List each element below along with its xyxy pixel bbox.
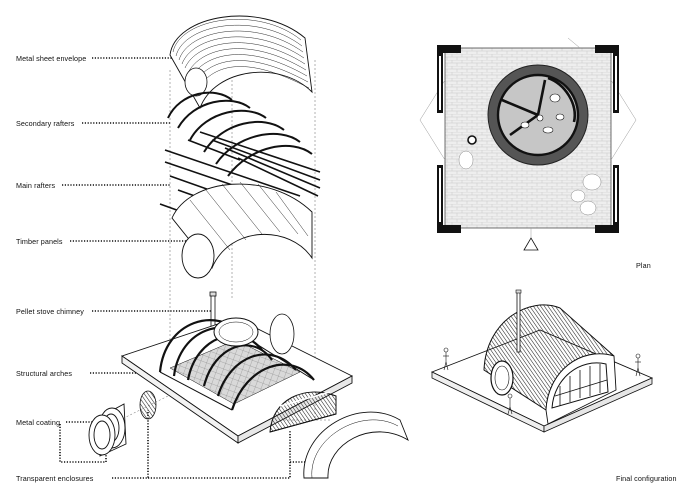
label-secondary-rafters: Secondary rafters bbox=[16, 119, 75, 128]
stove-ring bbox=[213, 317, 259, 347]
side-window bbox=[269, 313, 295, 355]
metal-coating-arch bbox=[303, 411, 409, 479]
metal-coating-ring bbox=[88, 403, 127, 457]
floor-plan bbox=[419, 37, 637, 251]
transparent-enclosure-front bbox=[269, 391, 337, 433]
final-configuration-drawing bbox=[430, 289, 654, 433]
label-timber-panels: Timber panels bbox=[16, 237, 63, 246]
metal-sheet-envelope bbox=[169, 15, 313, 110]
caption-final-configuration: Final configuration bbox=[616, 474, 677, 483]
label-main-rafters: Main rafters bbox=[16, 181, 56, 190]
label-transparent-enclosures: Transparent enclosures bbox=[16, 474, 94, 483]
secondary-rafters bbox=[167, 91, 313, 177]
label-pellet-stove-chimney: Pellet stove chimney bbox=[16, 307, 84, 316]
label-metal-coating: Metal coating bbox=[16, 418, 61, 427]
label-structural-arches: Structural arches bbox=[16, 369, 73, 378]
label-metal-sheet-envelope: Metal sheet envelope bbox=[16, 54, 87, 63]
transparent-enclosure-small bbox=[139, 390, 157, 420]
caption-plan: Plan bbox=[636, 261, 651, 270]
timber-panels bbox=[171, 181, 313, 279]
